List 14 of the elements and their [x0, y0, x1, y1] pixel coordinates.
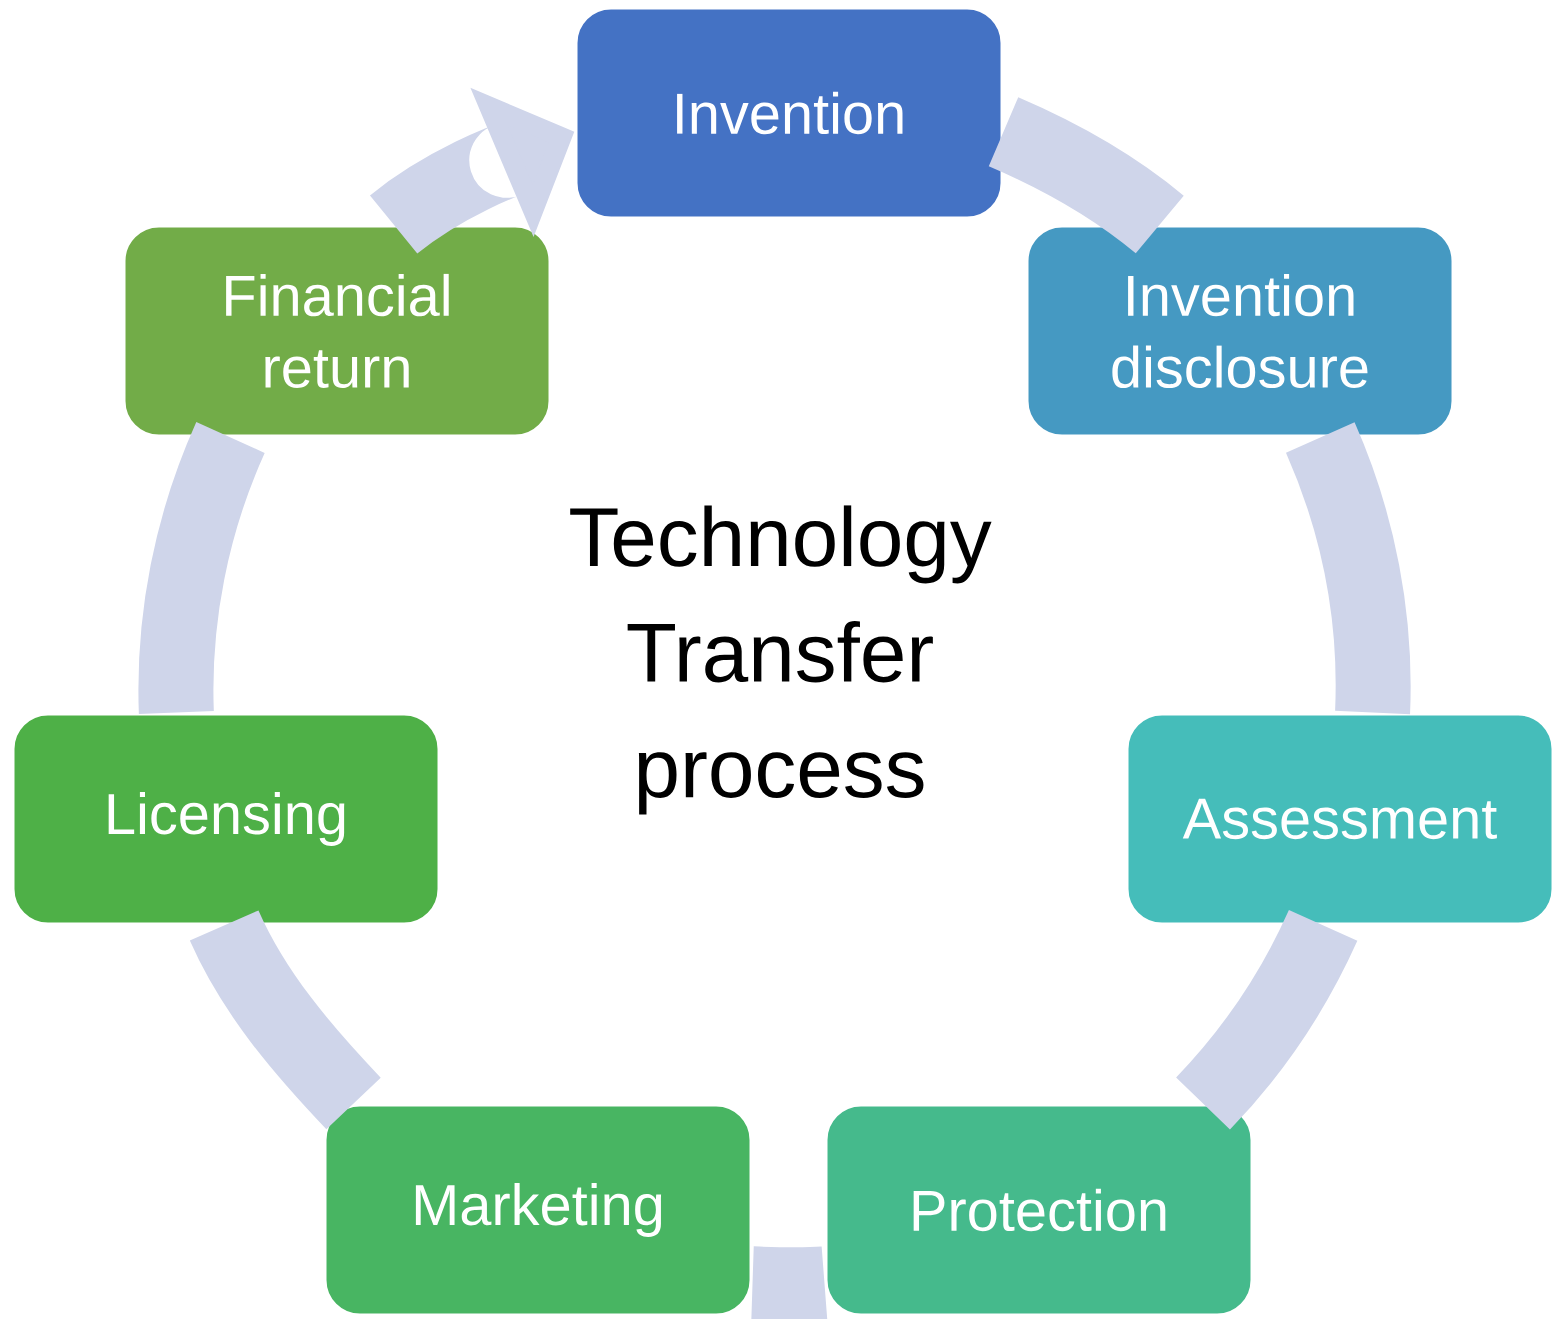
- cycle-segment: [1175, 909, 1358, 1130]
- cycle-segment: [751, 1246, 827, 1319]
- cycle-segment: [190, 909, 381, 1130]
- process-box: Invention disclosure: [1025, 224, 1455, 438]
- process-box: Licensing: [11, 712, 441, 926]
- process-box: Protection: [824, 1103, 1254, 1317]
- process-box: Financial return: [122, 224, 552, 438]
- process-box: Invention: [574, 6, 1004, 220]
- process-box: Marketing: [323, 1103, 753, 1317]
- cycle-segment: [988, 97, 1184, 254]
- title: Technology Transfer process: [570, 505, 992, 815]
- cycle-segment: [1285, 422, 1411, 714]
- cycle-segment: [138, 422, 265, 714]
- process-box: Assessment: [1125, 712, 1554, 926]
